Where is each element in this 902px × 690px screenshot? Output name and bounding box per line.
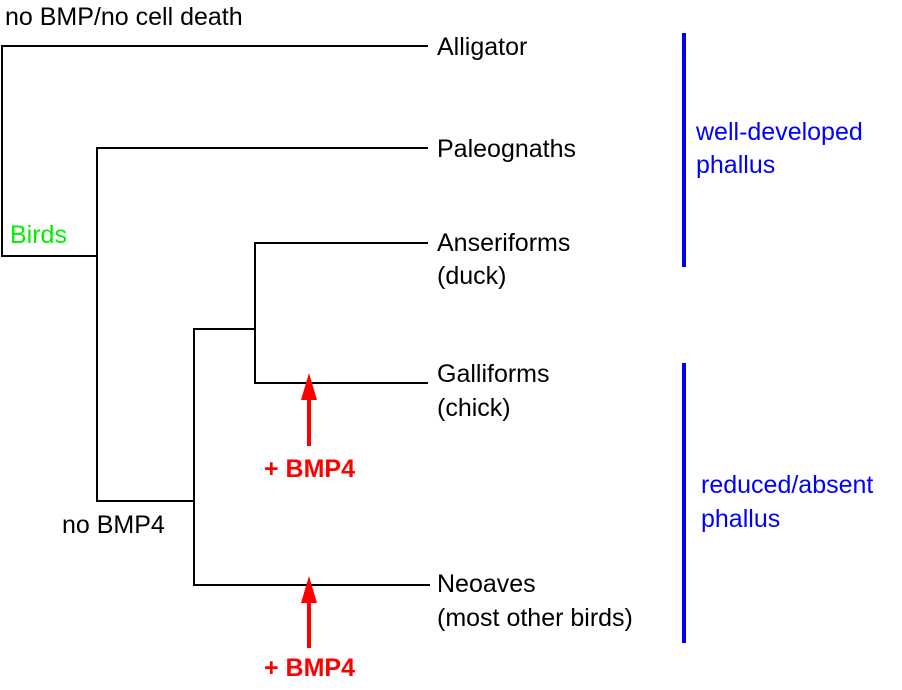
no-bmp4-label: no BMP4 [62,511,165,539]
event-neoaves: + BMP4 [264,576,355,682]
phenotype-group-well-developed: well-developed phallus [682,33,863,267]
phenotype-group-reduced: reduced/absent phallus [682,363,873,643]
taxa-labels: Alligator Paleognaths Anseriforms (duck)… [437,33,633,632]
taxon-anseriforms-subtitle: (duck) [437,262,506,290]
event-label: + BMP4 [264,455,355,483]
phenotype-label-line1: well-developed [695,118,863,146]
taxon-paleognaths: Paleognaths [437,135,576,163]
taxon-galliforms: Galliforms [437,360,550,388]
tree-branches [1,45,430,586]
taxon-neoaves: Neoaves [437,570,536,598]
title-label: no BMP/no cell death [5,3,243,31]
event-galliforms: + BMP4 [264,373,355,483]
birds-clade-label: Birds [10,221,67,249]
taxon-anseriforms: Anseriforms [437,229,570,257]
arrow-head-icon [301,373,317,400]
arrow-head-icon [301,576,317,603]
taxon-galliforms-subtitle: (chick) [437,394,511,422]
phenotype-label-line1: reduced/absent [701,471,873,499]
event-label: + BMP4 [264,654,355,682]
phenotype-label-line2: phallus [701,505,780,533]
taxon-alligator: Alligator [437,33,527,61]
taxon-neoaves-subtitle: (most other birds) [437,604,633,632]
phenotype-label-line2: phallus [696,151,775,179]
